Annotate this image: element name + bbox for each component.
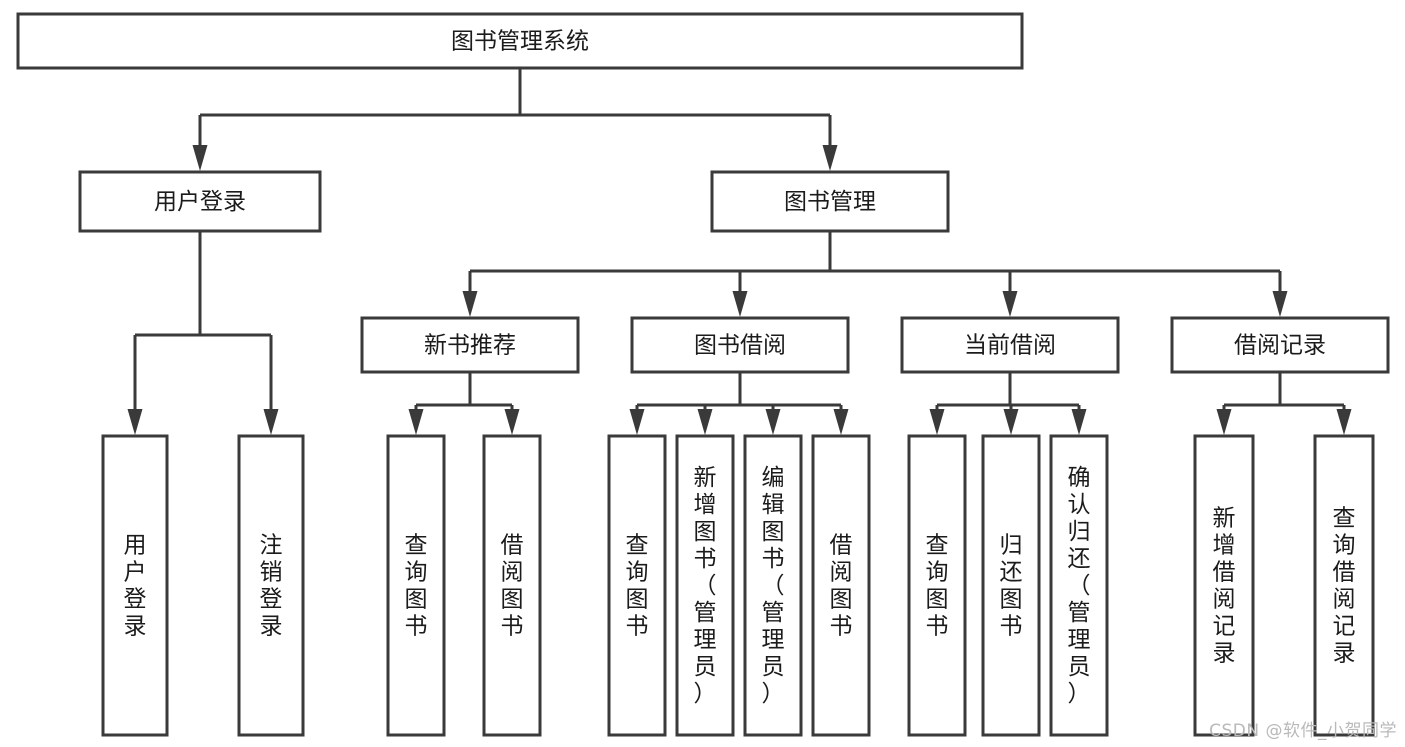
arrow-head-icon: [822, 145, 838, 171]
node-label: 注销登录: [260, 533, 283, 640]
node-borrow-record[interactable]: 借阅记录: [1170, 316, 1390, 374]
node-label: 查询借阅记录: [1333, 506, 1356, 667]
arrow-head-icon: [127, 409, 143, 435]
node-box: [360, 316, 580, 374]
arrow-head-icon: [732, 291, 748, 317]
arrow-head-icon: [629, 409, 645, 435]
node-label: 借阅图书: [830, 533, 853, 640]
arrow-head-icon: [1002, 291, 1018, 317]
node-label: 查询图书: [405, 533, 428, 640]
node-box: [1193, 434, 1255, 737]
node-box: [811, 434, 871, 737]
node-label: 确认归还（管理员）: [1068, 465, 1091, 707]
node-label: 查询图书: [626, 533, 649, 640]
arrow-head-icon: [408, 409, 424, 435]
node-label: 借阅记录: [1234, 333, 1326, 359]
node-label: 归还图书: [1000, 533, 1023, 640]
node-label: 查询图书: [926, 533, 949, 640]
arrow-head-icon: [929, 409, 945, 435]
node-new-book-rec[interactable]: 新书推荐: [360, 316, 580, 374]
node-box: [386, 434, 446, 737]
arrow-head-icon: [765, 409, 781, 435]
node-leaf-return-book[interactable]: 归还图书: [981, 434, 1041, 737]
node-current-borrow[interactable]: 当前借阅: [900, 316, 1120, 374]
arrow-head-icon: [1272, 291, 1288, 317]
node-box: [1049, 434, 1109, 737]
node-leaf-query-record[interactable]: 查询借阅记录: [1313, 434, 1375, 737]
node-label: 用户登录: [124, 533, 147, 640]
node-layer: 图书管理系统用户登录图书管理新书推荐图书借阅当前借阅借阅记录用户登录注销登录查询…: [16, 12, 1390, 737]
node-leaf-user-login[interactable]: 用户登录: [101, 434, 169, 737]
node-root[interactable]: 图书管理系统: [16, 12, 1024, 70]
node-leaf-logout[interactable]: 注销登录: [237, 434, 305, 737]
node-leaf-add-book[interactable]: 新增图书（管理员）: [675, 434, 735, 737]
arrow-head-icon: [833, 409, 849, 435]
node-book-borrow[interactable]: 图书借阅: [630, 316, 850, 374]
arrow-head-icon: [1336, 409, 1352, 435]
arrow-head-icon: [462, 291, 478, 317]
arrow-head-icon: [263, 409, 279, 435]
arrow-head-icon: [697, 409, 713, 435]
node-user-login[interactable]: 用户登录: [78, 170, 322, 233]
node-leaf-borrow-book-1[interactable]: 借阅图书: [482, 434, 542, 737]
arrow-head-icon: [1216, 409, 1232, 435]
node-label: 新增借阅记录: [1213, 506, 1236, 667]
arrow-head-icon: [504, 409, 520, 435]
node-label: 新书推荐: [424, 333, 516, 359]
node-book-manage[interactable]: 图书管理: [710, 170, 950, 233]
node-label: 借阅图书: [501, 533, 524, 640]
node-box: [907, 434, 967, 737]
node-leaf-add-record[interactable]: 新增借阅记录: [1193, 434, 1255, 737]
node-leaf-borrow-book-2[interactable]: 借阅图书: [811, 434, 871, 737]
node-label: 用户登录: [154, 189, 246, 215]
node-box: [1170, 316, 1390, 374]
arrow-head-icon: [192, 145, 208, 171]
node-box: [78, 170, 322, 233]
node-label: 新增图书（管理员）: [694, 465, 717, 707]
connector-layer: [127, 68, 1352, 435]
node-box: [743, 434, 803, 737]
node-box: [710, 170, 950, 233]
node-label: 编辑图书（管理员）: [762, 465, 785, 707]
node-label: 当前借阅: [964, 333, 1056, 359]
node-leaf-query-book-2[interactable]: 查询图书: [607, 434, 667, 737]
node-leaf-edit-book[interactable]: 编辑图书（管理员）: [743, 434, 803, 737]
arrow-head-icon: [1003, 409, 1019, 435]
node-box: [675, 434, 735, 737]
node-label: 图书管理: [784, 189, 876, 215]
node-box: [1313, 434, 1375, 737]
node-label: 图书借阅: [694, 333, 786, 359]
node-box: [900, 316, 1120, 374]
node-leaf-query-book-1[interactable]: 查询图书: [386, 434, 446, 737]
node-box: [101, 434, 169, 737]
arrow-head-icon: [1071, 409, 1087, 435]
node-box: [630, 316, 850, 374]
node-label: 图书管理系统: [451, 29, 589, 55]
node-leaf-confirm-return[interactable]: 确认归还（管理员）: [1049, 434, 1109, 737]
node-box: [16, 12, 1024, 70]
node-box: [981, 434, 1041, 737]
node-box: [482, 434, 542, 737]
node-box: [607, 434, 667, 737]
node-box: [237, 434, 305, 737]
node-leaf-query-book-3[interactable]: 查询图书: [907, 434, 967, 737]
